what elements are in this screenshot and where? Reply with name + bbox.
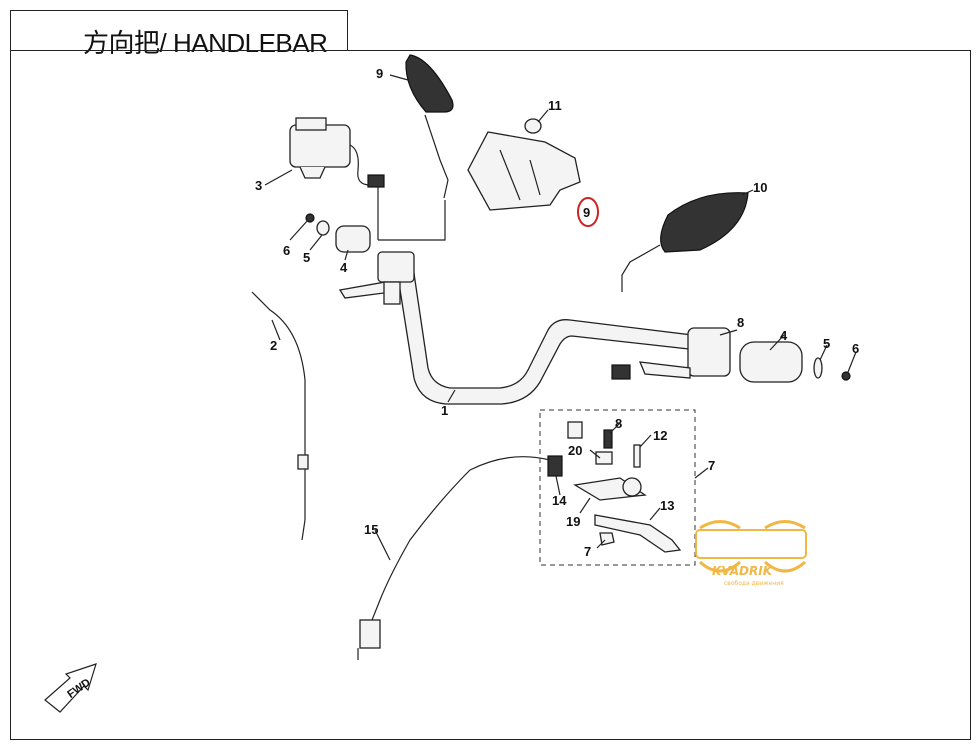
fwd-arrow: FWD — [44, 663, 97, 713]
callout-13: 10 — [753, 180, 767, 195]
left-lever-assembly — [338, 186, 446, 305]
callout-5b: 5 — [823, 336, 830, 351]
right-switch-assembly — [611, 327, 851, 383]
callout-11: 8 — [737, 315, 744, 330]
callout-5a: 5 — [303, 250, 310, 265]
callout-20: 20 — [568, 443, 582, 458]
callout-9: 9 — [583, 205, 590, 220]
callout-10: 7 — [708, 458, 715, 473]
callout-4a: 4 — [340, 260, 348, 275]
callout-18: 15 — [364, 522, 378, 537]
brake-cable — [357, 456, 551, 660]
leader-lines — [264, 74, 857, 561]
left-grip — [305, 213, 371, 253]
callout-19: 19 — [566, 514, 580, 529]
callout-1: 1 — [441, 403, 448, 418]
right-mirror — [621, 192, 749, 292]
callout-15: 12 — [653, 428, 667, 443]
callout-14: 11 — [548, 98, 562, 113]
callout-12: 9 — [376, 66, 383, 81]
callouts: 9 11 3 6 5 4 2 1 10 8 4 5 6 8 8 12 20 7 … — [255, 66, 859, 559]
master-cylinder — [289, 117, 385, 188]
title-box: 方向把/ HANDLEBAR — [10, 10, 348, 58]
watermark-tagline: свобода движения — [724, 580, 784, 587]
left-mirror — [405, 54, 454, 199]
handlebar-tube — [394, 257, 701, 405]
callout-3: 3 — [255, 178, 262, 193]
callout-16: 13 — [660, 498, 674, 513]
handguard — [467, 131, 581, 211]
callout-4b: 4 — [780, 328, 788, 343]
cap — [524, 118, 542, 134]
callout-2: 2 — [270, 338, 277, 353]
throttle-cable — [251, 291, 309, 541]
callout-8-text: 8 — [615, 416, 622, 431]
watermark-logo: KVADRIK свобода движения — [695, 520, 807, 587]
callout-7-text: 7 — [584, 544, 591, 559]
page-title: 方向把/ HANDLEBAR — [83, 28, 328, 58]
callout-6b: 6 — [852, 341, 859, 356]
callout-17: 14 — [552, 493, 567, 508]
diagram-frame — [10, 50, 971, 740]
highlight-circle — [577, 197, 599, 227]
callout-6a: 6 — [283, 243, 290, 258]
lever-assembly-box — [539, 409, 696, 566]
watermark-brand: KVADRIK — [712, 564, 774, 578]
